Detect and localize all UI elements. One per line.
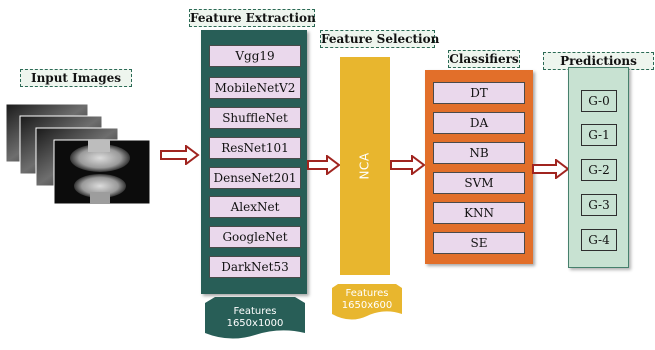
input-images-title: Input Images — [20, 69, 132, 87]
arrow-input-to-features — [160, 145, 200, 165]
feature-selection-title: Feature Selection — [320, 30, 440, 48]
arrow-features-to-nca — [307, 155, 341, 175]
selected-features-line2: 1650x600 — [341, 300, 393, 311]
features-label-line1: Features — [233, 306, 277, 317]
features-1650x1000-document — [205, 297, 305, 339]
features-1650x600-label: Features 1650x600 — [332, 288, 402, 312]
classifier-se: SE — [433, 232, 525, 254]
features-1650x600-document — [332, 284, 402, 320]
selected-features-line1: Features — [345, 288, 389, 299]
classifier-knn: KNN — [433, 202, 525, 224]
arrow-classifiers-to-predictions — [532, 159, 570, 179]
classifier-svm: SVM — [433, 172, 525, 194]
model-googlenet: GoogleNet — [209, 226, 301, 248]
model-mobilenetv2: MobileNetV2 — [209, 77, 301, 99]
xray-image-4 — [53, 139, 151, 205]
prediction-g4: G-4 — [581, 229, 617, 251]
model-resnet101: ResNet101 — [209, 137, 301, 159]
model-densenet201: DenseNet201 — [209, 167, 301, 189]
prediction-g2: G-2 — [581, 159, 617, 181]
classifier-dt: DT — [433, 82, 525, 104]
features-1650x1000-label: Features 1650x1000 — [205, 306, 305, 330]
arrow-nca-to-classifiers — [390, 155, 426, 175]
model-shufflenet: ShuffleNet — [209, 107, 301, 129]
model-alexnet: AlexNet — [209, 196, 301, 218]
nca-block — [340, 57, 390, 275]
classifiers-panel: DT DA NB SVM KNN SE — [425, 70, 533, 264]
nca-label: NCA — [340, 57, 390, 275]
classifier-da: DA — [433, 112, 525, 134]
classifier-nb: NB — [433, 142, 525, 164]
prediction-g3: G-3 — [581, 194, 617, 216]
classifiers-title: Classifiers — [448, 50, 520, 68]
prediction-g0: G-0 — [581, 90, 617, 112]
input-images-stack — [5, 103, 151, 205]
prediction-g1: G-1 — [581, 124, 617, 146]
model-vgg19: Vgg19 — [209, 45, 301, 67]
model-darknet53: DarkNet53 — [209, 256, 301, 278]
predictions-panel: G-0 G-1 G-2 G-3 G-4 — [568, 67, 629, 268]
nca-text: NCA — [357, 152, 372, 180]
feature-extraction-panel: Vgg19 MobileNetV2 ShuffleNet ResNet101 D… — [201, 30, 307, 294]
features-label-line2: 1650x1000 — [226, 318, 284, 329]
feature-extraction-title: Feature Extraction — [189, 9, 316, 27]
